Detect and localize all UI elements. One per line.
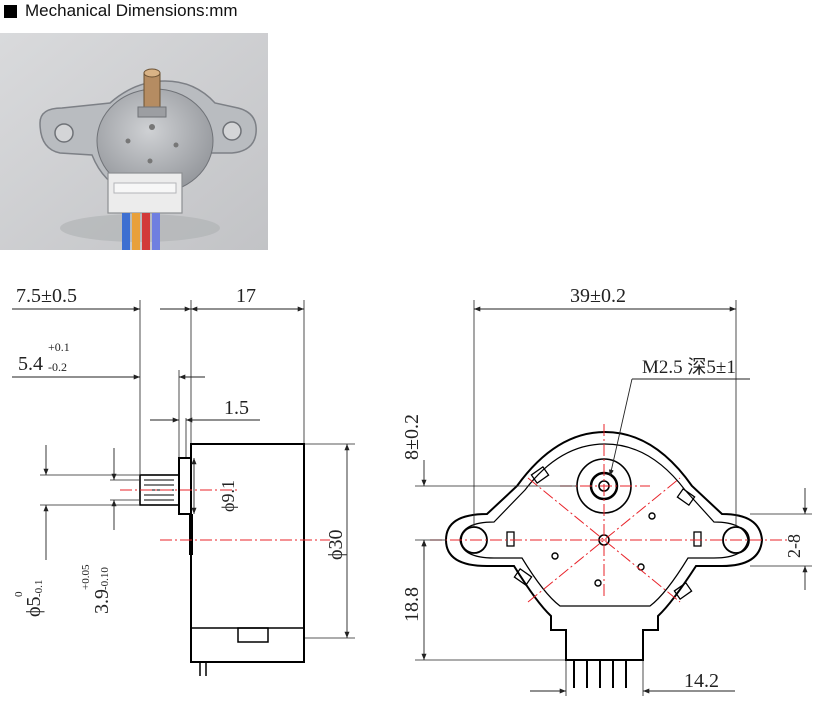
- square-bullet-icon: [4, 4, 17, 18]
- front-view: 39±0.2 M2.5 深5±1 8±0.2 18.8 2-8 14.2: [401, 285, 812, 696]
- dim-connector-width: 14.2: [684, 670, 719, 692]
- dim-thread: M2.5 深5±1: [642, 356, 736, 378]
- dim-boss-tol-lower: -0.2: [48, 360, 67, 374]
- connector-outline: [190, 627, 305, 663]
- section-title: Mechanical Dimensions:mm: [25, 1, 238, 20]
- dim-flat-width: 3.9: [91, 589, 113, 614]
- dim-boss-tol-upper: +0.1: [48, 340, 70, 354]
- dim-flat-tol-lower: -0.10: [99, 567, 111, 590]
- motor-body-outline: [190, 443, 305, 663]
- dim-shaft-tol-lower: -0.1: [33, 580, 45, 597]
- stepper-motor-photo: [0, 33, 268, 250]
- dim-bottom-height: 18.8: [401, 587, 423, 622]
- section-header: Mechanical Dimensions:mm: [4, 0, 238, 22]
- front-outline: [444, 430, 764, 661]
- dim-body-depth: 17: [236, 285, 256, 307]
- dim-hole-diameter: 2-8: [784, 534, 804, 558]
- dim-mount-span: 39±0.2: [570, 285, 626, 307]
- boss-outline: [178, 457, 192, 515]
- dim-boss-length: 5.4: [18, 353, 43, 375]
- dim-flange: 1.5: [224, 397, 249, 419]
- dim-shaft-length: 7.5±0.5: [16, 285, 77, 307]
- dim-boss-diameter: ϕ9.1: [218, 480, 238, 512]
- dim-shaft-diameter: ϕ5: [23, 596, 45, 617]
- dim-flat-tol-upper: +0.05: [80, 564, 92, 590]
- dim-top-offset: 8±0.2: [401, 414, 423, 460]
- side-view: 7.5±0.5 17 5.4 +0.1 -0.2 1.5 ϕ9.1 ϕ30 ϕ5…: [12, 285, 355, 676]
- mount-hole-right: [722, 526, 750, 554]
- dim-shaft-tol-upper: 0: [13, 591, 25, 597]
- dim-body-diameter: ϕ30: [325, 529, 347, 560]
